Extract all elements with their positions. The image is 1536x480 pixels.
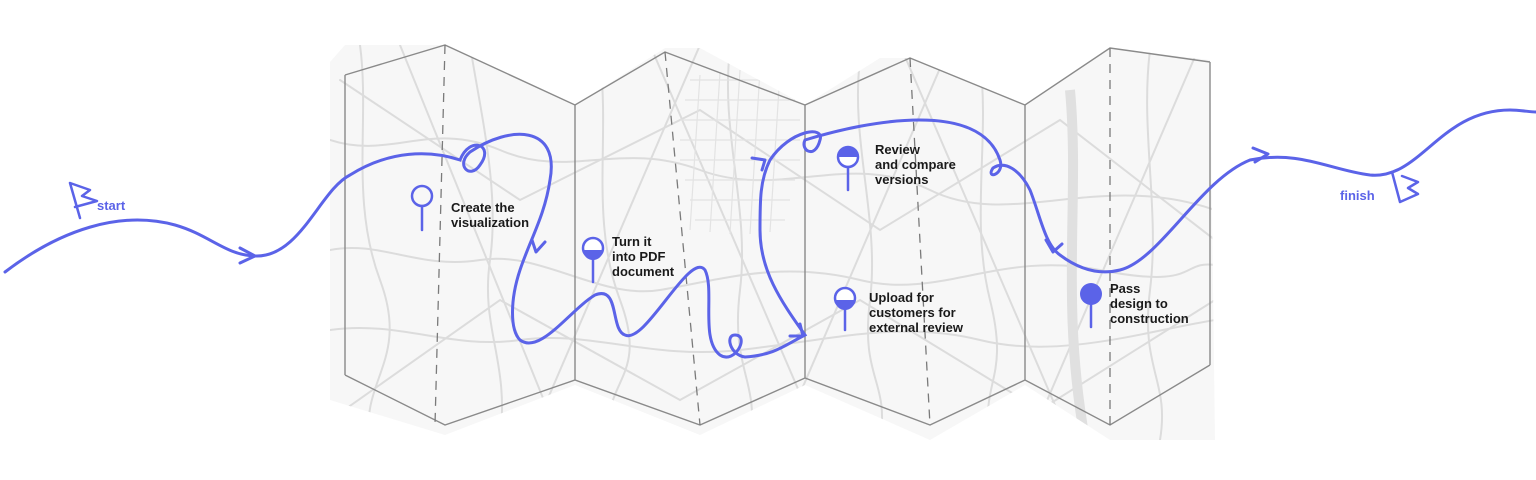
arrowhead-valley-icon (1044, 238, 1064, 254)
journey-arrowheads (238, 146, 1270, 338)
map-pin-half-bottom-icon (833, 286, 857, 332)
folded-map (330, 44, 1215, 440)
arrowhead-start-icon (238, 246, 257, 265)
arrowhead-descent-icon (530, 238, 547, 254)
finish-flag-icon (1390, 170, 1420, 204)
step-label: Pass design to construction (1110, 281, 1189, 326)
start-flag-icon (68, 181, 99, 220)
map-dashed-folds (434, 44, 1111, 426)
arrowhead-rise-icon (788, 322, 805, 338)
step-turn-into-pdf: Turn it into PDF document (581, 234, 675, 284)
start-flag: start (68, 181, 126, 220)
finish-label: finish (1340, 188, 1375, 203)
arrowhead-top-icon (750, 156, 767, 172)
finish-flag: finish (1340, 170, 1420, 204)
step-label: Create the visualization (451, 200, 529, 230)
map-pin-half-bottom-icon (581, 236, 605, 284)
arrowhead-finish-icon (1251, 146, 1270, 164)
step-pass-construction: Pass design to construction (1080, 281, 1189, 329)
step-upload-customers: Upload for customers for external review (833, 286, 964, 335)
start-label: start (97, 198, 126, 213)
journey-path (3, 108, 1536, 359)
map-pin-hollow-icon (410, 184, 434, 232)
step-label: Review and compare versions (875, 142, 960, 187)
step-label: Upload for customers for external review (869, 290, 964, 335)
step-create-visualization: Create the visualization (410, 184, 529, 232)
step-review-compare: Review and compare versions (836, 142, 960, 192)
map-background (330, 45, 1215, 440)
map-pin-filled-icon (1080, 283, 1102, 329)
map-streets (330, 45, 1215, 440)
step-label: Turn it into PDF document (612, 234, 675, 279)
map-pin-half-top-icon (836, 145, 860, 192)
